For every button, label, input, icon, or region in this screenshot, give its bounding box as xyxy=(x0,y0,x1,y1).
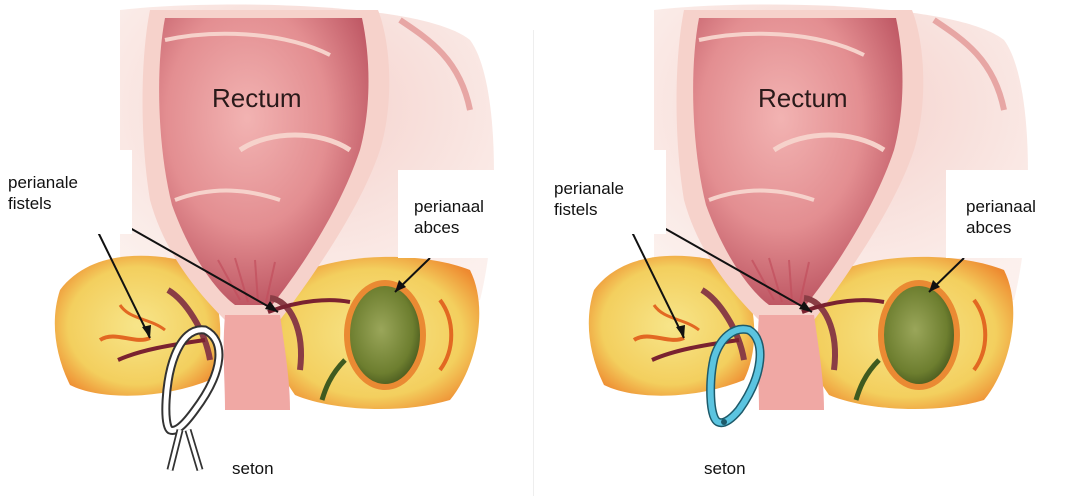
seton-label: seton xyxy=(232,458,274,479)
panel-right-seton-tied: Rectum perianale fistels perianaal abces… xyxy=(534,0,1067,496)
abscess-label: perianaal abces xyxy=(966,196,1036,238)
seton-label: seton xyxy=(704,458,746,479)
fistula-label: perianale fistels xyxy=(554,178,624,220)
rectum-label: Rectum xyxy=(758,88,848,109)
abscess-label: perianaal abces xyxy=(414,196,484,238)
rectum-label: Rectum xyxy=(212,88,302,109)
fistula-label: perianale fistels xyxy=(8,172,78,214)
panel-left-seton-drain: Rectum perianale fistels perianaal abces… xyxy=(0,0,533,496)
